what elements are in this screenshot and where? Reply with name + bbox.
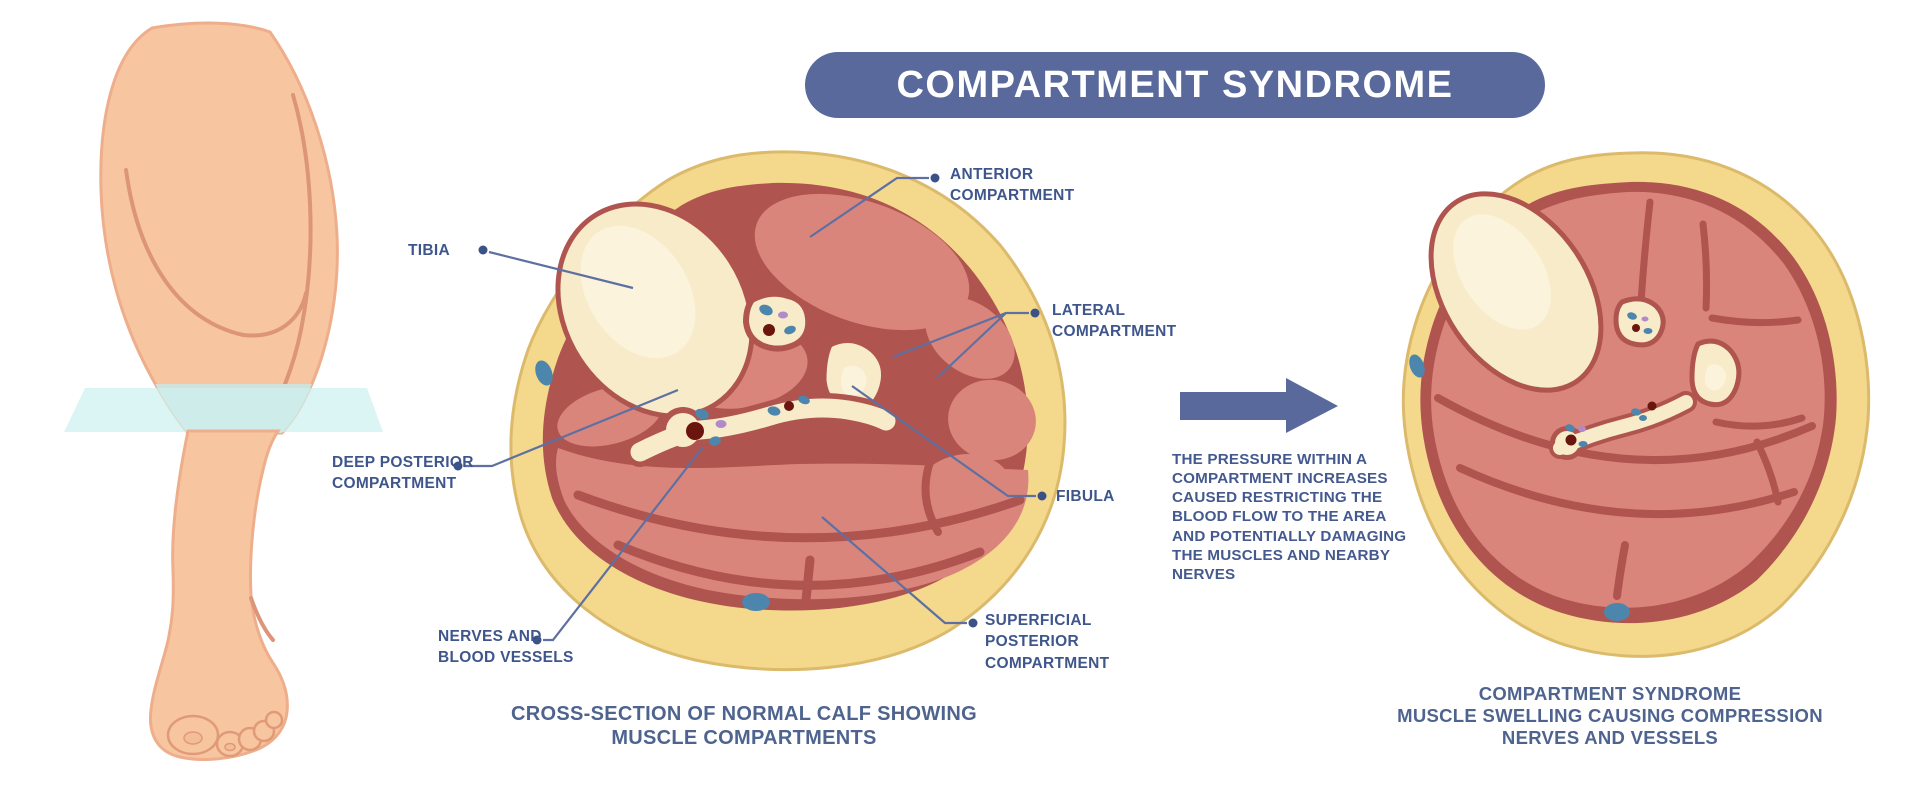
superficial-vein xyxy=(535,360,553,386)
muscle-seam xyxy=(801,555,815,605)
leader-lines xyxy=(453,173,1047,645)
syndrome-section-caption: COMPARTMENT SYNDROME MUSCLE SWELLING CAU… xyxy=(1397,683,1823,749)
pressure-description: THE PRESSURE WITHIN A COMPARTMENT INCREA… xyxy=(1172,451,1407,583)
toes xyxy=(166,710,284,758)
superficial-vein xyxy=(1409,354,1425,378)
superficial-vein xyxy=(1604,603,1630,621)
calf-shape xyxy=(99,21,339,435)
muscle-seam xyxy=(613,540,985,590)
fibula-highlight xyxy=(1704,364,1727,391)
title-banner: COMPARTMENT SYNDROME xyxy=(805,52,1545,118)
leg-illustration xyxy=(64,21,383,761)
cross-section-plane xyxy=(64,388,383,432)
toenail xyxy=(224,742,236,752)
tibia-highlight xyxy=(580,225,696,359)
swollen-cross-section xyxy=(1401,151,1871,658)
fibula-highlight xyxy=(841,365,867,396)
label-tibia: TIBIA xyxy=(408,242,450,259)
superficial-vein xyxy=(742,593,770,611)
ankle-contour xyxy=(249,596,275,642)
calf-shadow-line xyxy=(278,93,313,398)
compressed-anterior-bundle xyxy=(1613,296,1666,348)
label-superficial-posterior-compartment: SUPERFICIAL POSTERIOR COMPARTMENT xyxy=(985,612,1110,672)
compressed-posterior-bundle xyxy=(1549,391,1697,460)
anterior-neurovascular-bundle xyxy=(742,290,812,352)
toenail xyxy=(183,731,203,745)
anterior-compartment-muscle xyxy=(754,193,970,331)
calf-muscle-contour xyxy=(124,168,308,338)
label-fibula: FIBULA xyxy=(1056,488,1115,505)
arrow-right-icon xyxy=(1180,378,1338,433)
tibia-highlight xyxy=(1453,214,1551,330)
label-anterior-compartment: ANTERIOR COMPARTMENT xyxy=(950,166,1075,205)
label-deep-posterior-compartment: DEEP POSTERIOR COMPARTMENT xyxy=(332,454,474,493)
normal-section-caption: CROSS-SECTION OF NORMAL CALF SHOWING MUS… xyxy=(511,703,977,749)
label-lateral-compartment: LATERAL COMPARTMENT xyxy=(1052,302,1177,341)
page-title: COMPARTMENT SYNDROME xyxy=(896,63,1454,106)
lower-leg-foot-shape xyxy=(148,429,289,761)
muscle-seam xyxy=(573,490,1025,543)
muscle-seam xyxy=(921,458,942,536)
normal-cross-section xyxy=(509,150,1067,672)
posterior-neurovascular-bundle xyxy=(625,393,901,467)
label-nerves-and-blood-vessels: NERVES AND BLOOD VESSELS xyxy=(438,628,574,667)
lateral-muscle-mid xyxy=(948,379,1036,461)
